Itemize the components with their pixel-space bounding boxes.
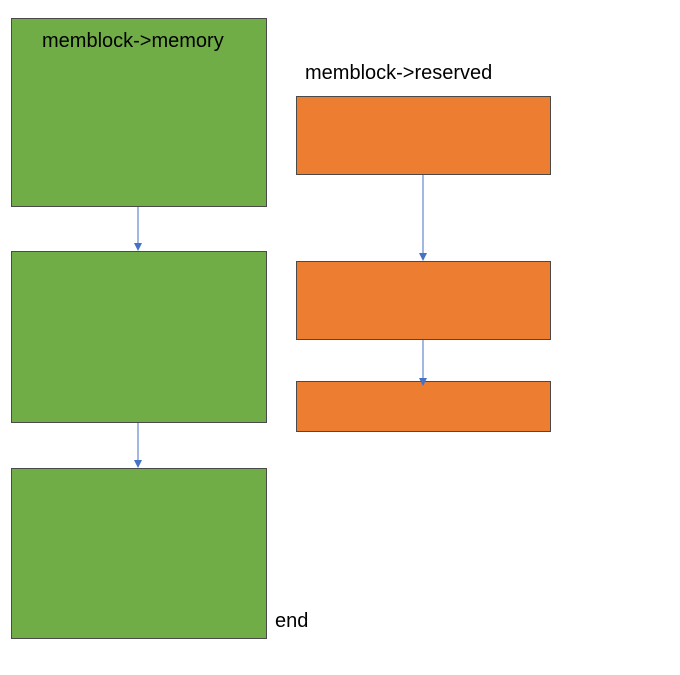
memory-block-3 xyxy=(11,468,267,639)
end-label: end xyxy=(275,610,309,632)
memory-block-2 xyxy=(11,251,267,423)
reserved-block-2 xyxy=(296,261,551,340)
reserved-block-1 xyxy=(296,96,551,175)
reserved-block-3 xyxy=(296,381,551,432)
memory-region-label: memblock->memory xyxy=(42,30,224,52)
reserved-region-label: memblock->reserved xyxy=(305,62,493,84)
memory-block-1 xyxy=(11,18,267,207)
